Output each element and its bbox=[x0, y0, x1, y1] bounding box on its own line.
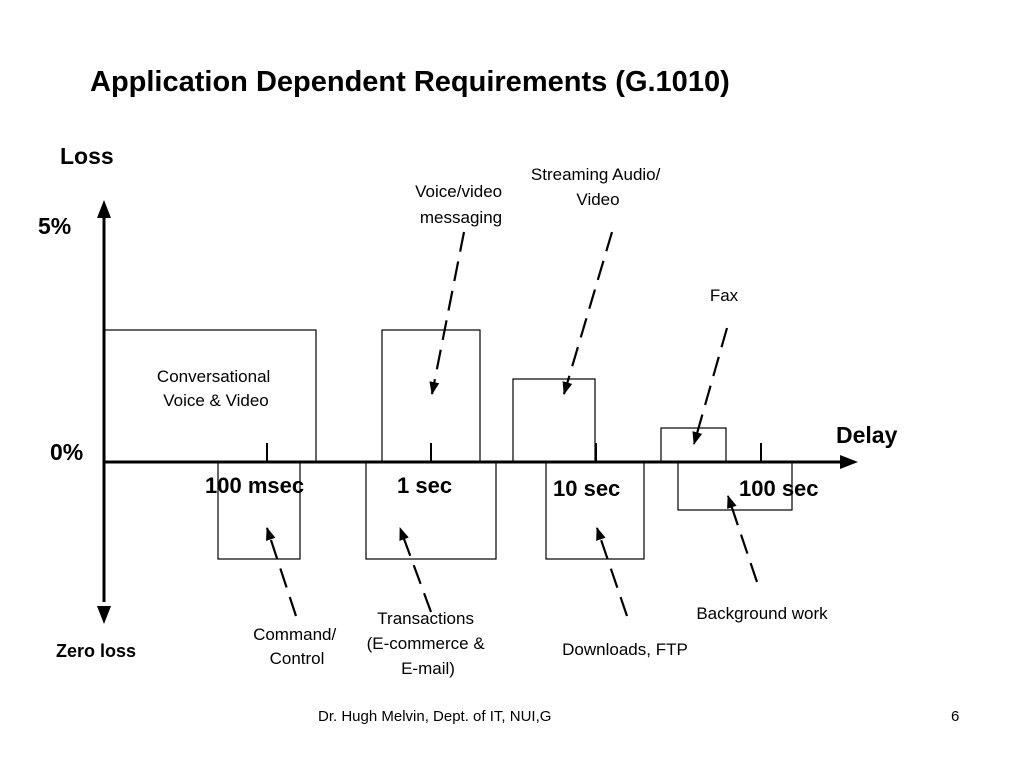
tick-label: 100 sec bbox=[739, 476, 819, 501]
y-axis-zero-value: 0% bbox=[50, 439, 83, 465]
tick-label: 100 msec bbox=[205, 473, 304, 498]
y-axis-label: Loss bbox=[60, 143, 114, 169]
y-axis-up-arrow-icon bbox=[97, 200, 111, 218]
label-transactions: Transactions (E-commerce & E-mail) bbox=[367, 609, 490, 678]
box-downloads bbox=[545, 461, 645, 560]
box-transactions bbox=[365, 461, 497, 560]
label-background-work: Background work bbox=[696, 604, 828, 623]
label-voice-video-messaging: Voice/video messaging bbox=[415, 182, 507, 227]
x-axis-right-arrow-icon bbox=[840, 455, 858, 469]
y-axis-top-value: 5% bbox=[38, 213, 71, 239]
arrow-command-control bbox=[265, 527, 298, 617]
arrow-voice-video-messaging bbox=[429, 231, 466, 395]
arrow-downloads bbox=[595, 527, 629, 617]
arrow-transactions bbox=[398, 527, 433, 613]
box-background-work bbox=[677, 461, 793, 511]
y-axis-down-arrow-icon bbox=[97, 606, 111, 624]
tick-label: 10 sec bbox=[553, 476, 620, 501]
y-axis-bottom-label: Zero loss bbox=[56, 641, 136, 661]
label-fax: Fax bbox=[710, 286, 739, 305]
label-downloads: Downloads, FTP bbox=[562, 640, 688, 659]
label-command-control: Command/ Control bbox=[253, 625, 341, 668]
footer-author: Dr. Hugh Melvin, Dept. of IT, NUI,G bbox=[318, 708, 552, 725]
arrow-streaming bbox=[562, 231, 614, 395]
slide-title: Application Dependent Requirements (G.10… bbox=[90, 66, 730, 98]
label-conversational: Conversational Voice & Video bbox=[157, 367, 275, 410]
box-fax bbox=[660, 427, 727, 463]
box-command-control bbox=[217, 461, 301, 560]
box-streaming-audio-video bbox=[512, 378, 596, 463]
arrow-background-work bbox=[726, 495, 759, 583]
label-streaming: Streaming Audio/ Video bbox=[531, 165, 665, 209]
x-axis-label: Delay bbox=[836, 422, 898, 448]
box-voice-video-messaging bbox=[381, 329, 481, 463]
tick-label: 1 sec bbox=[397, 473, 452, 498]
box-conversational-voice-video bbox=[103, 329, 317, 463]
page-number: 6 bbox=[951, 708, 960, 725]
arrow-fax bbox=[692, 327, 729, 445]
